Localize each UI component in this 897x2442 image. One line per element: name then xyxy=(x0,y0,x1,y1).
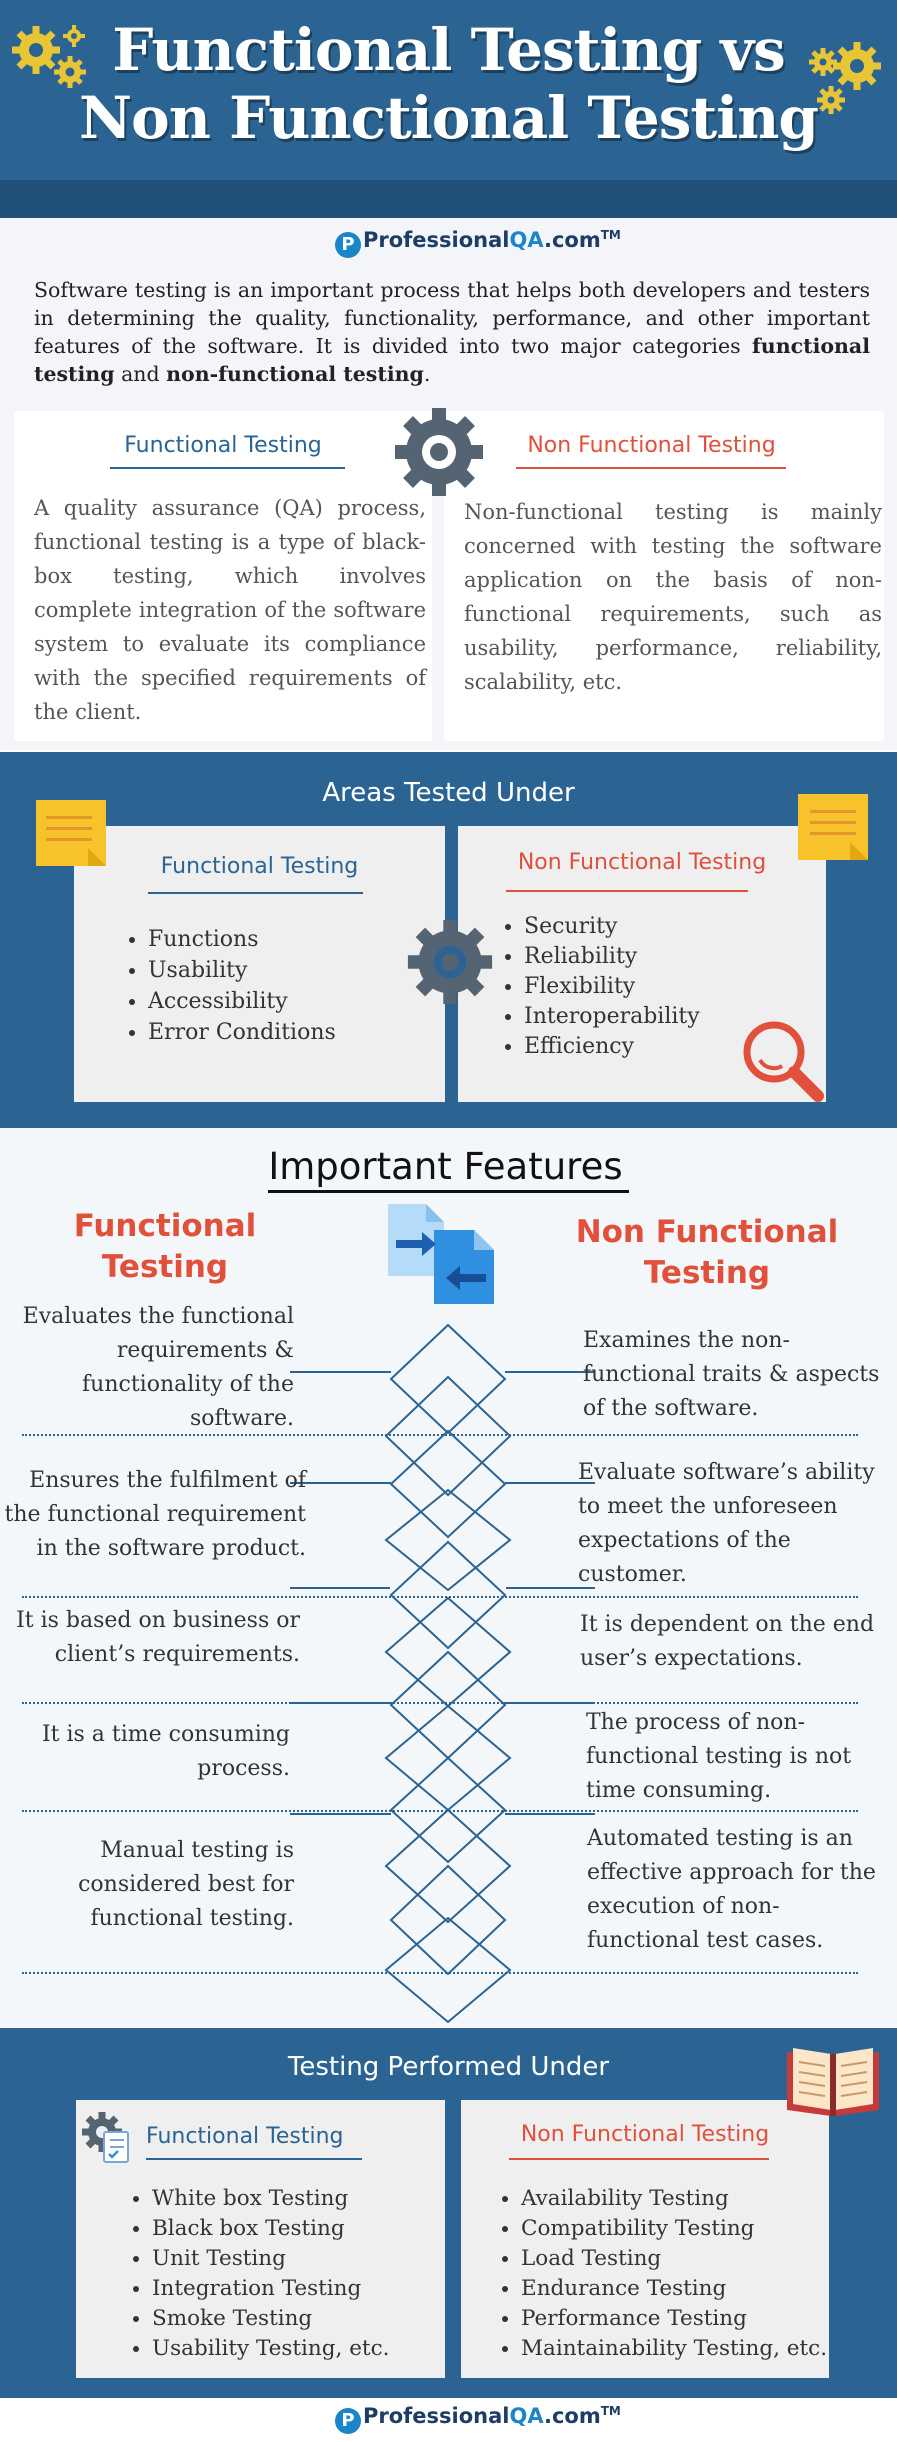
features-non-functional-heading: Non Functional Testing xyxy=(575,1214,839,1291)
feature-row-2-non-functional: Evaluate software’s ability to meet the … xyxy=(578,1460,875,1587)
non-functional-definition-text: Non-functional testing is mainly concern… xyxy=(464,500,882,694)
functional-definition-title: Functional Testing xyxy=(124,433,322,458)
logo-icon: P xyxy=(335,2408,361,2434)
areas-functional-title: Functional Testing xyxy=(160,854,359,879)
title-underline xyxy=(516,467,786,469)
row-divider xyxy=(22,1596,858,1598)
list-item: Efficiency xyxy=(524,1032,700,1062)
feature-row-4-non-functional: The process of non- functional testing i… xyxy=(586,1710,852,1803)
gears-icon xyxy=(809,42,881,114)
list-item: Reliability xyxy=(524,942,700,972)
magnifier-icon xyxy=(743,1021,824,1102)
list-item: Accessibility xyxy=(148,986,336,1017)
performed-functional-card: Functional Testing White box Testing Bla… xyxy=(76,2100,445,2378)
performed-functional-title: Functional Testing xyxy=(146,2124,344,2149)
performed-section-title: Testing Performed Under xyxy=(287,2052,610,2082)
feature-row-5-functional: Manual testing is considered best for fu… xyxy=(78,1838,294,1931)
list-item: Integration Testing xyxy=(152,2274,389,2304)
row-divider xyxy=(22,1810,858,1812)
header-banner: Functional Testing vs Non Functional Tes… xyxy=(0,0,897,188)
list-item: Error Conditions xyxy=(148,1017,336,1048)
areas-section-title: Areas Tested Under xyxy=(322,778,575,808)
feature-row-4-functional: It is a time consuming process. xyxy=(41,1722,290,1781)
logo-trademark: TM xyxy=(600,2404,621,2418)
areas-functional-card: Functional Testing Functions Usability A… xyxy=(74,826,445,1102)
non-functional-definition-title: Non Functional Testing xyxy=(527,433,776,458)
page-title-line2: Non Functional Testing xyxy=(79,84,819,152)
list-item: Performance Testing xyxy=(521,2304,827,2334)
areas-non-functional-title: Non Functional Testing xyxy=(517,850,767,875)
areas-functional-list: Functions Usability Accessibility Error … xyxy=(122,924,336,1048)
feature-row-3-functional: It is based on business or client’s requ… xyxy=(16,1608,300,1667)
list-item: Endurance Testing xyxy=(521,2274,827,2304)
feature-row-5-non-functional: Automated testing is an effective approa… xyxy=(587,1826,876,1953)
feature-row-1-non-functional: Examines the non- functional traits & as… xyxy=(583,1328,880,1421)
gears-icon xyxy=(12,25,86,88)
list-item: Maintainability Testing, etc. xyxy=(521,2334,827,2364)
feature-row-1-functional: Evaluates the functional requirements & … xyxy=(22,1304,294,1431)
areas-non-functional-card: Non Functional Testing Security Reliabil… xyxy=(458,826,826,1102)
functional-definition-text: A quality assurance (QA) process, functi… xyxy=(34,496,426,724)
list-item: Usability xyxy=(148,955,336,986)
logo-text-suffix: .com xyxy=(544,2404,601,2428)
title-underline xyxy=(509,2158,769,2160)
row-divider xyxy=(22,1434,858,1436)
header-strip xyxy=(0,188,897,218)
logo-trademark: TM xyxy=(600,228,621,242)
list-item: Functions xyxy=(148,924,336,955)
gear-checklist-icon xyxy=(82,2112,129,2163)
title-underline xyxy=(110,467,345,469)
logo-icon: P xyxy=(335,232,361,258)
row-divider xyxy=(22,1972,858,1974)
logo-text-suffix: .com xyxy=(544,228,601,252)
list-item: Black box Testing xyxy=(152,2214,389,2244)
list-item: Load Testing xyxy=(521,2244,827,2274)
list-item: Unit Testing xyxy=(152,2244,389,2274)
file-transfer-icon xyxy=(388,1204,494,1304)
list-item: Availability Testing xyxy=(521,2184,827,2214)
logo-text-main: Professional xyxy=(363,228,510,252)
page-title-line1: Functional Testing vs xyxy=(112,16,785,84)
non-functional-definition-card: Non Functional Testing Non-functional te… xyxy=(444,411,884,741)
intro-bold-non-functional: non-functional testing xyxy=(166,362,424,386)
list-item: White box Testing xyxy=(152,2184,389,2214)
performed-non-functional-list: Availability Testing Compatibility Testi… xyxy=(495,2184,827,2364)
feature-row-2-functional: Ensures the fulfilment of the functional… xyxy=(4,1468,306,1561)
diamond-lattice-divider xyxy=(290,1323,595,2024)
list-item: Compatibility Testing xyxy=(521,2214,827,2244)
logo-text-accent: QA xyxy=(509,228,545,252)
title-underline xyxy=(146,2158,362,2160)
sticky-note-icon xyxy=(36,800,106,866)
list-item: Flexibility xyxy=(524,972,700,1002)
intro-bold-functional: functional testing xyxy=(34,334,870,386)
open-book-icon xyxy=(787,2048,879,2116)
logo-text-accent: QA xyxy=(509,2404,545,2428)
footer xyxy=(0,2398,897,2442)
row-divider xyxy=(22,1702,858,1704)
performed-non-functional-title: Non Functional Testing xyxy=(520,2122,770,2147)
functional-definition-card: Functional Testing A quality assurance (… xyxy=(14,411,432,741)
feature-row-3-non-functional: It is dependent on the end user’s expect… xyxy=(580,1612,875,1671)
logo-text-main: Professional xyxy=(363,2404,510,2428)
intro-paragraph: Software testing is an important process… xyxy=(34,278,870,386)
sticky-note-icon xyxy=(798,794,868,860)
areas-non-functional-list: Security Reliability Flexibility Interop… xyxy=(498,912,700,1062)
performed-functional-list: White box Testing Black box Testing Unit… xyxy=(126,2184,389,2364)
title-underline xyxy=(506,890,748,892)
gear-icon xyxy=(395,408,483,496)
features-functional-heading: Functional Testing xyxy=(73,1208,257,1285)
performed-non-functional-card: Non Functional Testing Availability Test… xyxy=(461,2100,829,2378)
list-item: Security xyxy=(524,912,700,942)
title-underline xyxy=(148,892,363,894)
list-item: Interoperability xyxy=(524,1002,700,1032)
list-item: Smoke Testing xyxy=(152,2304,389,2334)
gear-icon xyxy=(407,919,493,1005)
features-title: Important Features xyxy=(0,1145,897,1193)
list-item: Usability Testing, etc. xyxy=(152,2334,389,2364)
